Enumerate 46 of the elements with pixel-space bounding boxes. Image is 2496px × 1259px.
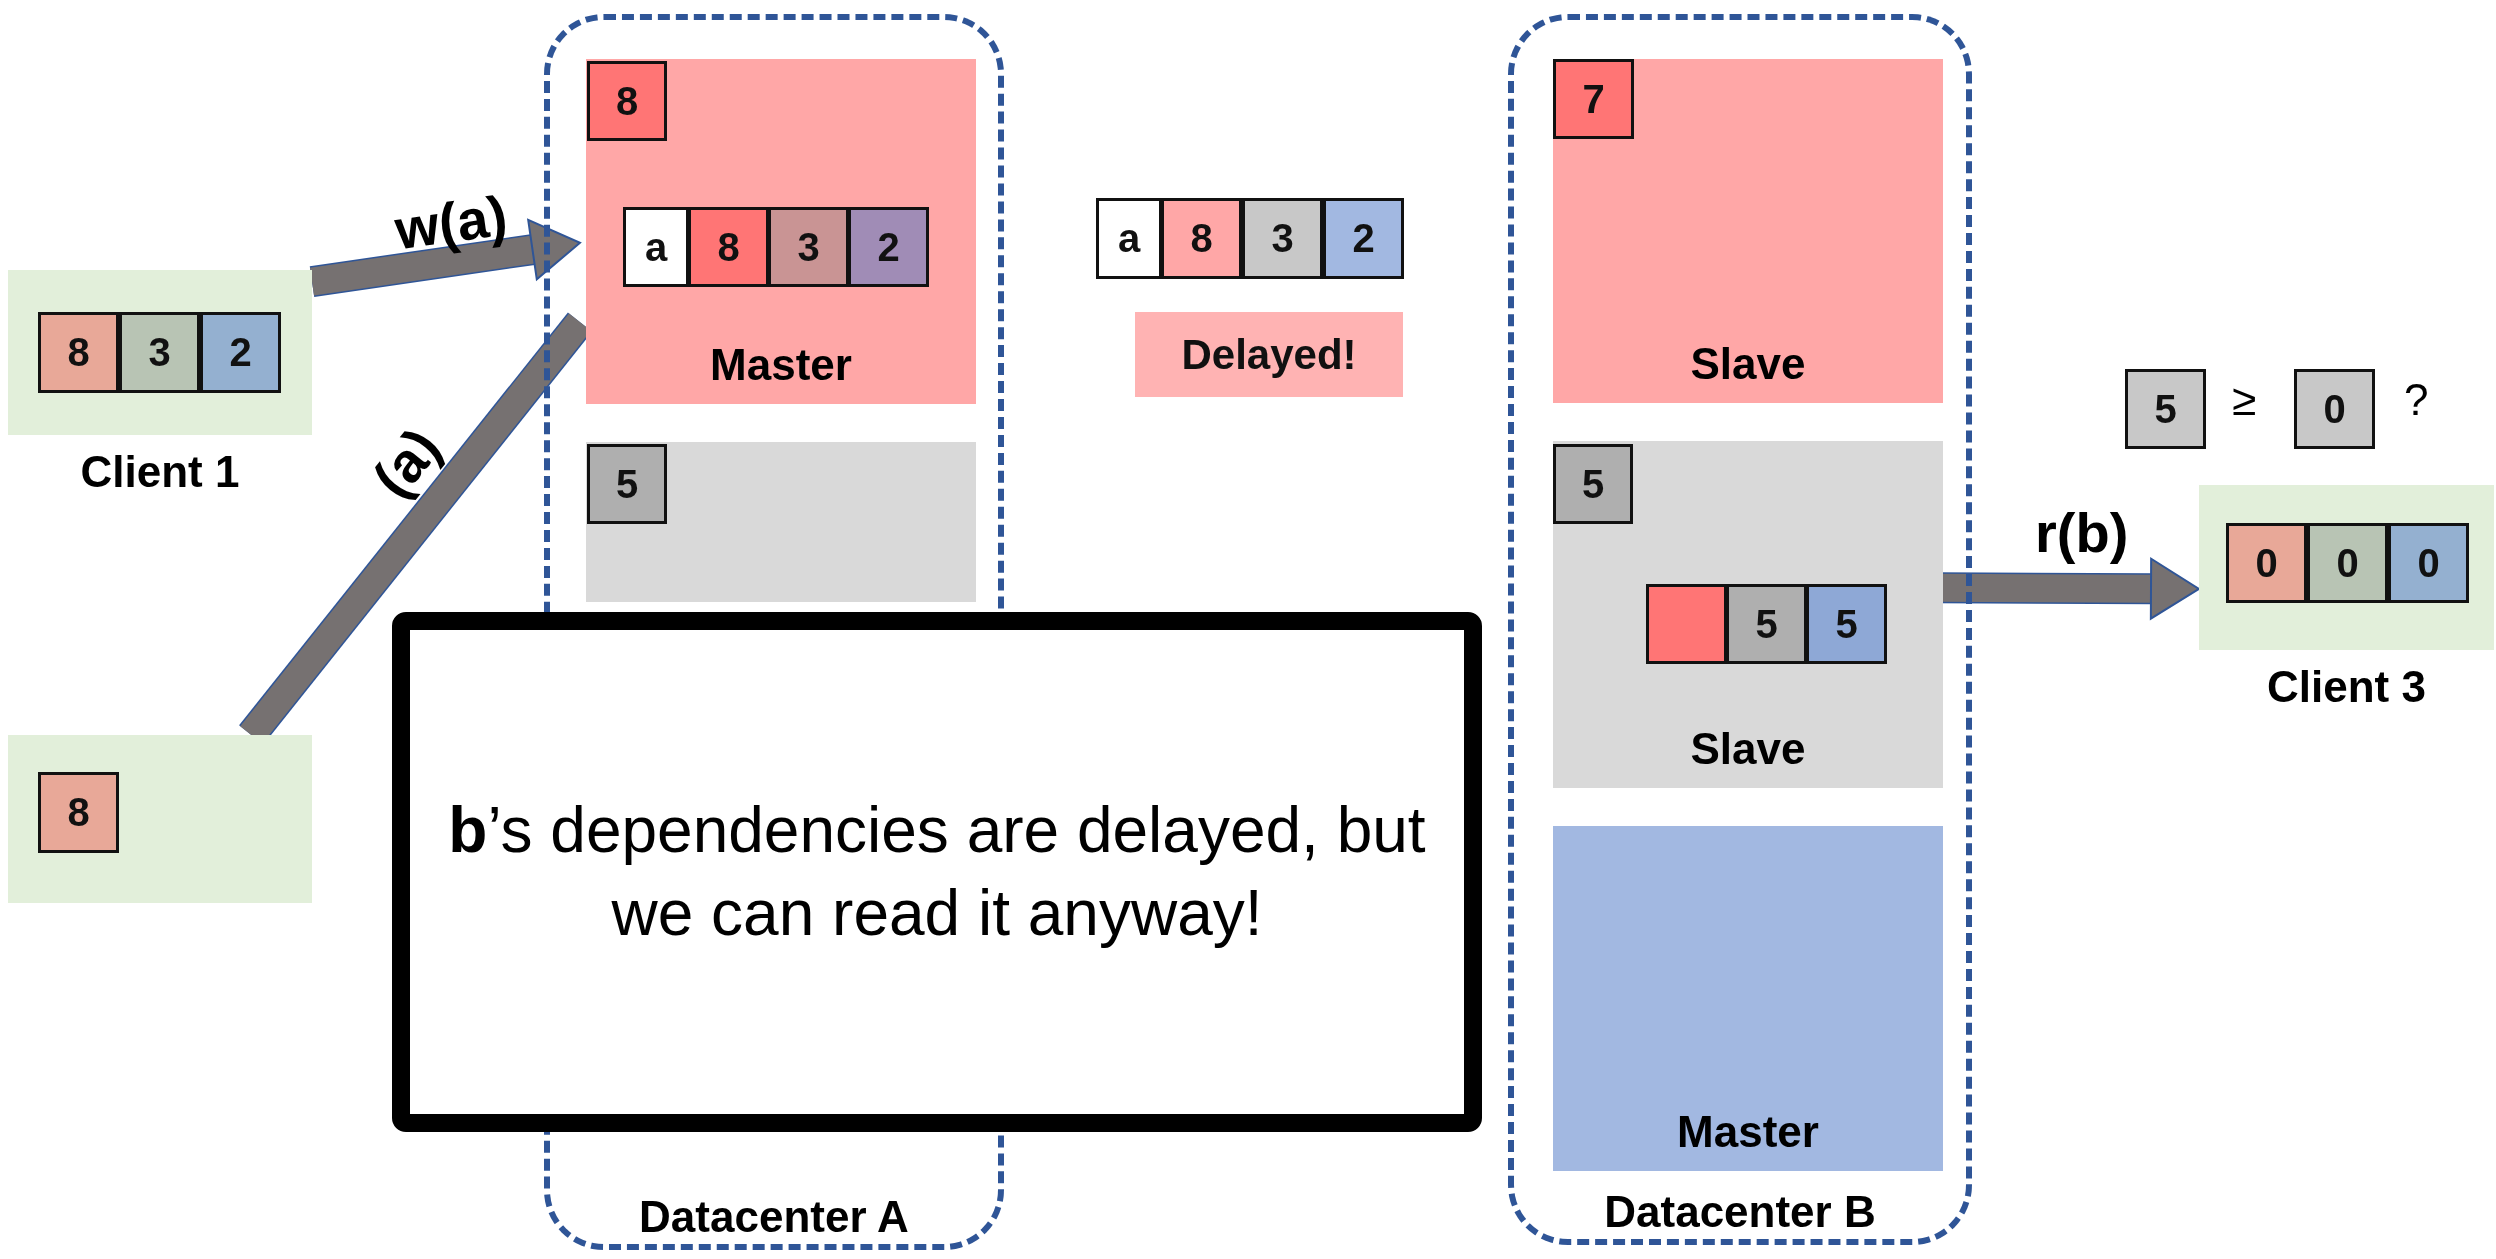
status-tag: Delayed! bbox=[1135, 312, 1403, 397]
partition-panel bbox=[1553, 441, 1943, 788]
partition-label: Slave bbox=[1690, 339, 1806, 389]
value-cell: 8 bbox=[38, 312, 119, 393]
value-cell: 8 bbox=[587, 61, 667, 141]
question-mark: ? bbox=[2404, 375, 2429, 425]
value-cell: 2 bbox=[848, 207, 929, 287]
datacenter-group bbox=[1508, 14, 1972, 1245]
value-cell: 2 bbox=[1323, 198, 1404, 279]
value-cell: 0 bbox=[2388, 523, 2469, 603]
callout-text: b’s dependencies are delayed, but we can read it anyway! bbox=[447, 792, 1427, 951]
value-cell: 5 bbox=[1726, 584, 1807, 664]
partition-panel bbox=[586, 59, 976, 404]
value-cell: 3 bbox=[1242, 198, 1323, 279]
partition-panel bbox=[586, 442, 976, 602]
value-cell: 0 bbox=[2307, 523, 2388, 603]
value-cell: a bbox=[1096, 198, 1162, 279]
value-cell: 5 bbox=[1806, 584, 1887, 664]
datacenter-label: Datacenter A bbox=[639, 1192, 909, 1242]
client-label: Client 3 bbox=[2267, 662, 2426, 712]
value-cell: 3 bbox=[119, 312, 200, 393]
value-cell bbox=[1646, 584, 1727, 664]
value-cell: 0 bbox=[2226, 523, 2307, 603]
value-cell: 8 bbox=[38, 772, 119, 853]
edge-label: r(b) bbox=[2035, 500, 2129, 565]
value-cell: 3 bbox=[768, 207, 849, 287]
value-cell: 0 bbox=[2294, 369, 2375, 449]
datacenter-label: Datacenter B bbox=[1604, 1187, 1876, 1237]
value-cell: 5 bbox=[1553, 444, 1633, 524]
partition-panel bbox=[1553, 826, 1943, 1171]
partition-panel bbox=[1553, 59, 1943, 403]
value-cell: 2 bbox=[200, 312, 281, 393]
value-cell: 8 bbox=[1161, 198, 1242, 279]
arrow bbox=[309, 218, 582, 297]
value-cell: 5 bbox=[587, 444, 667, 524]
value-cell: 8 bbox=[688, 207, 769, 287]
partition-label: Master bbox=[1677, 1107, 1819, 1157]
value-cell: a bbox=[623, 207, 689, 287]
client-label: Client 1 bbox=[80, 447, 240, 497]
value-cell: 5 bbox=[2125, 369, 2206, 449]
value-cell: 7 bbox=[1553, 59, 1634, 139]
partition-label: Master bbox=[710, 340, 852, 390]
edge-label: (a) bbox=[359, 415, 453, 510]
edge-label: w(a) bbox=[391, 182, 511, 263]
comparison-sign: ≥ bbox=[2232, 375, 2257, 425]
partition-label: Slave bbox=[1690, 724, 1806, 774]
